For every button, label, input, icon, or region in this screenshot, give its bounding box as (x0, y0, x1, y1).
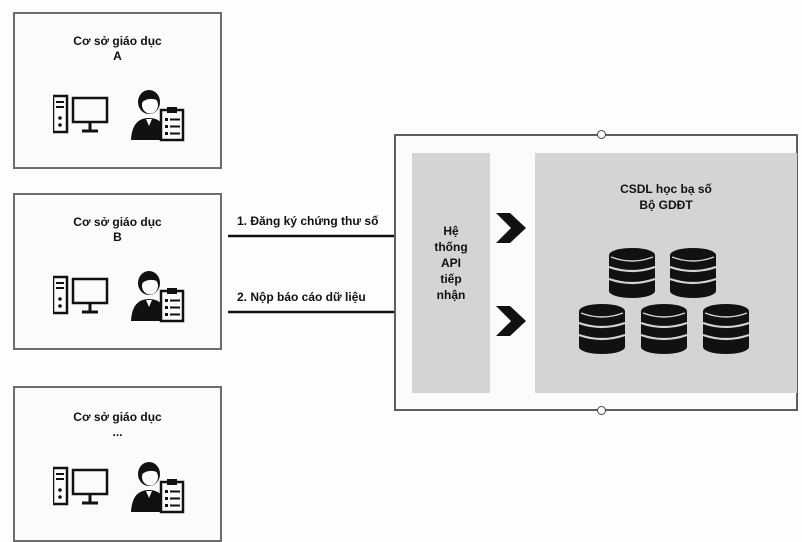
arrow-register (228, 230, 411, 242)
frame-bottom-handle[interactable] (597, 406, 606, 415)
school-box-b: Cơ sở giáo dục B (13, 193, 222, 350)
arrow-submit (228, 306, 411, 318)
computer-icon (53, 466, 109, 506)
school-a-icons (53, 88, 185, 142)
api-panel: Hệ thống API tiếp nhận (412, 153, 490, 393)
school-b-icons (53, 269, 185, 323)
database-icon (668, 247, 718, 299)
user-clipboard-icon (129, 88, 185, 142)
database-icon (639, 303, 689, 355)
database-icon (607, 247, 657, 299)
database-icon (577, 303, 627, 355)
arrow-register-label: 1. Đăng ký chứng thư số (237, 214, 379, 228)
user-clipboard-icon (129, 460, 185, 514)
computer-icon (53, 275, 109, 315)
school-a-title: Cơ sở giáo dục A (73, 34, 162, 63)
frame-top-handle[interactable] (597, 130, 606, 139)
user-clipboard-icon (129, 269, 185, 323)
school-box-other: Cơ sở giáo dục ... (13, 386, 222, 542)
school-b-title: Cơ sở giáo dục B (73, 215, 162, 244)
school-box-a: Cơ sở giáo dục A (13, 12, 222, 169)
database-icon (701, 303, 751, 355)
api-label: Hệ thống API tiếp nhận (434, 224, 468, 302)
arrow-submit-label: 2. Nộp báo cáo dữ liệu (237, 290, 366, 304)
database-panel: CSDL học bạ số Bộ GDĐT (535, 153, 797, 393)
school-other-icons (53, 460, 185, 514)
school-other-title: Cơ sở giáo dục ... (73, 410, 162, 439)
database-label: CSDL học bạ số Bộ GDĐT (620, 182, 712, 212)
database-icons (577, 247, 751, 355)
computer-icon (53, 94, 109, 134)
